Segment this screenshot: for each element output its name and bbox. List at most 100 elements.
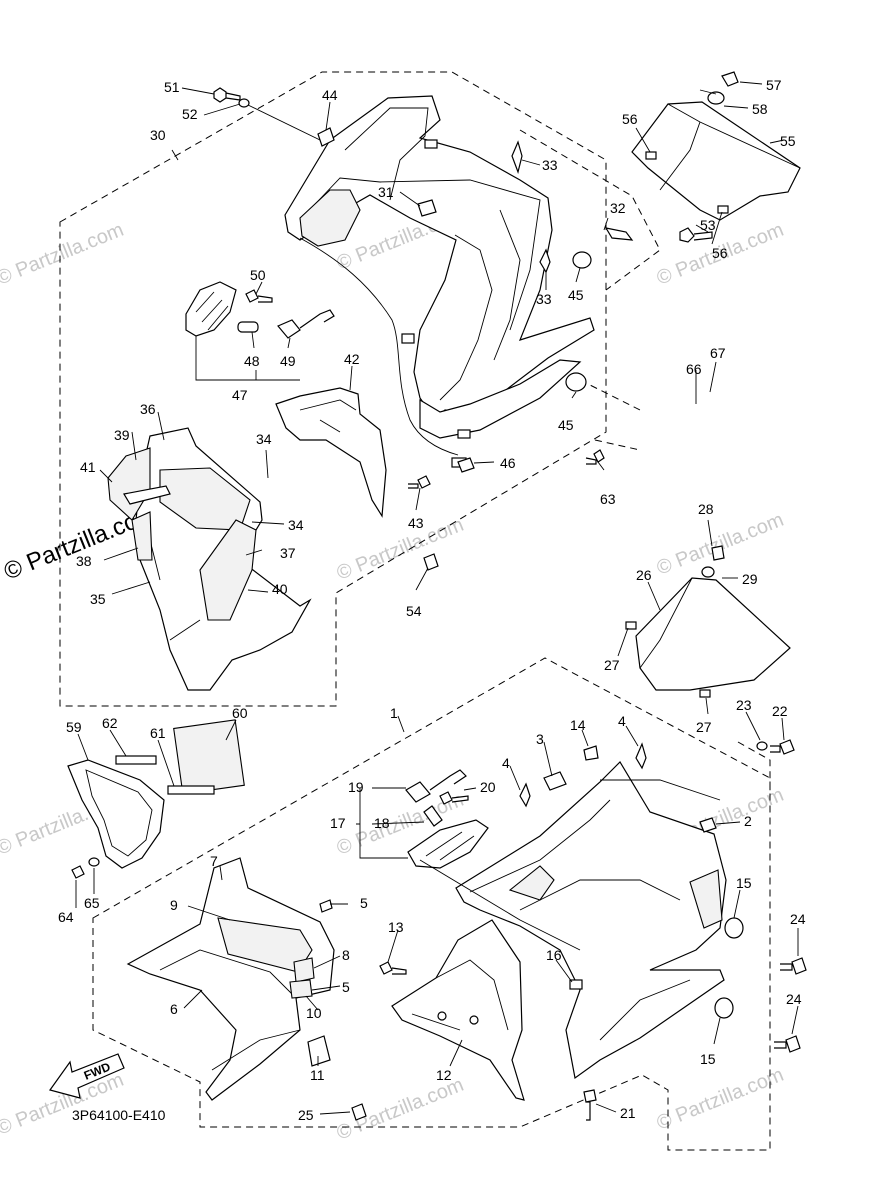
part-53-bolt xyxy=(679,227,713,243)
callout-21: 21 xyxy=(620,1105,636,1121)
callout-55: 55 xyxy=(780,133,796,149)
callout-1: 1 xyxy=(390,705,398,721)
part-14-nut xyxy=(583,745,599,761)
callout-34: 34 xyxy=(256,431,272,447)
part-12-inner-edge xyxy=(411,959,509,1031)
part-40-duct xyxy=(199,519,257,621)
callout-43: 43 xyxy=(408,515,424,531)
part-31-grommet xyxy=(417,199,437,217)
part-5-clip xyxy=(319,899,333,913)
part-1-side-cowling xyxy=(455,761,727,1080)
callout-42: 42 xyxy=(344,351,360,367)
callout-26: 26 xyxy=(636,567,652,583)
callout-36: 36 xyxy=(140,401,156,417)
part-28-screw xyxy=(711,545,725,561)
upper-cowling-body xyxy=(284,95,595,419)
part-56-clip xyxy=(717,205,729,214)
callout-6: 6 xyxy=(170,1001,178,1017)
upper-cowling-cutout xyxy=(299,189,361,247)
diagram-code: 3P64100-E410 xyxy=(72,1107,166,1123)
callout-13: 13 xyxy=(388,919,404,935)
part-26-inner-panel xyxy=(635,577,791,691)
callout-61: 61 xyxy=(150,725,166,741)
callout-60: 60 xyxy=(232,705,248,721)
callout-20: 20 xyxy=(480,779,496,795)
callout-64: 64 xyxy=(58,909,74,925)
part-43-screw xyxy=(408,475,431,489)
callout-12: 12 xyxy=(436,1067,452,1083)
part-59-inner xyxy=(85,769,153,857)
part-23-washer xyxy=(756,741,768,751)
part-62-strip xyxy=(115,755,157,765)
callout-63: 63 xyxy=(600,491,616,507)
callout-5: 5 xyxy=(342,979,350,995)
part-33-pin xyxy=(511,140,523,175)
fwd-arrow-shape xyxy=(49,1053,125,1099)
part-26-fold xyxy=(639,577,693,669)
callout-57: 57 xyxy=(766,77,782,93)
callout-52: 52 xyxy=(182,106,198,122)
callout-44: 44 xyxy=(322,87,338,103)
callout-17: 17 xyxy=(330,815,346,831)
clip-bracket xyxy=(401,333,415,344)
callout-27: 27 xyxy=(604,657,620,673)
part-13-screw xyxy=(379,961,407,975)
upper-cowling-lower-lip xyxy=(419,359,582,439)
callout-28: 28 xyxy=(698,501,714,517)
upper-cowling-rib xyxy=(439,209,521,401)
part-60-pad xyxy=(173,719,245,795)
part-65-washer xyxy=(88,857,100,867)
part-24-bolt xyxy=(780,957,807,975)
part-17-turn-signal xyxy=(407,819,489,869)
callout-5: 5 xyxy=(360,895,368,911)
part-17-lens-lines xyxy=(425,831,475,861)
group-1-boundary xyxy=(92,657,771,1151)
part-12-hole xyxy=(469,1015,479,1025)
part-45-grommet xyxy=(572,251,592,269)
callout-27: 27 xyxy=(696,719,712,735)
callout-29: 29 xyxy=(742,571,758,587)
part-8-pad xyxy=(293,957,315,983)
callout-23: 23 xyxy=(736,697,752,713)
part-22-screw xyxy=(770,739,795,755)
part-29-grommet xyxy=(701,566,715,578)
callout-45: 45 xyxy=(568,287,584,303)
part-39-seal xyxy=(123,485,171,505)
watermark: © Partzilla.com xyxy=(654,509,787,580)
callout-38: 38 xyxy=(76,553,92,569)
part-48-bulb xyxy=(237,321,259,333)
part-1-vent xyxy=(689,869,723,929)
callout-22: 22 xyxy=(772,703,788,719)
callout-24: 24 xyxy=(790,911,806,927)
clip-bracket xyxy=(424,139,438,149)
callout-24: 24 xyxy=(786,991,802,1007)
callout-56: 56 xyxy=(622,111,638,127)
upper-cowling-assembly xyxy=(284,95,595,468)
part-54-rivet xyxy=(423,553,439,571)
part-45-grommet xyxy=(565,372,587,392)
callout-51: 51 xyxy=(164,79,180,95)
part-63-screw xyxy=(585,449,605,465)
callout-49: 49 xyxy=(280,353,296,369)
part-25-rivet xyxy=(351,1103,367,1121)
part-1-intake xyxy=(508,865,555,901)
part-49-socket xyxy=(277,309,335,339)
callout-10: 10 xyxy=(306,1005,322,1021)
callout-40: 40 xyxy=(272,581,288,597)
callout-32: 32 xyxy=(610,200,626,216)
callout-59: 59 xyxy=(66,719,82,735)
part-55-shield-edge xyxy=(659,103,801,191)
callout-65: 65 xyxy=(84,895,100,911)
part-20-screw xyxy=(439,791,469,805)
holder-group-line xyxy=(579,379,641,451)
part-56-clip xyxy=(645,151,657,160)
callout-46: 46 xyxy=(500,455,516,471)
callout-62: 62 xyxy=(102,715,118,731)
callout-30: 30 xyxy=(150,127,166,143)
part-57-screw xyxy=(721,71,739,87)
callout-4: 4 xyxy=(502,755,510,771)
part-38-panel xyxy=(131,511,153,561)
part-61-strip xyxy=(167,785,215,795)
callout-25: 25 xyxy=(298,1107,314,1123)
part-11-bracket xyxy=(307,1035,331,1067)
